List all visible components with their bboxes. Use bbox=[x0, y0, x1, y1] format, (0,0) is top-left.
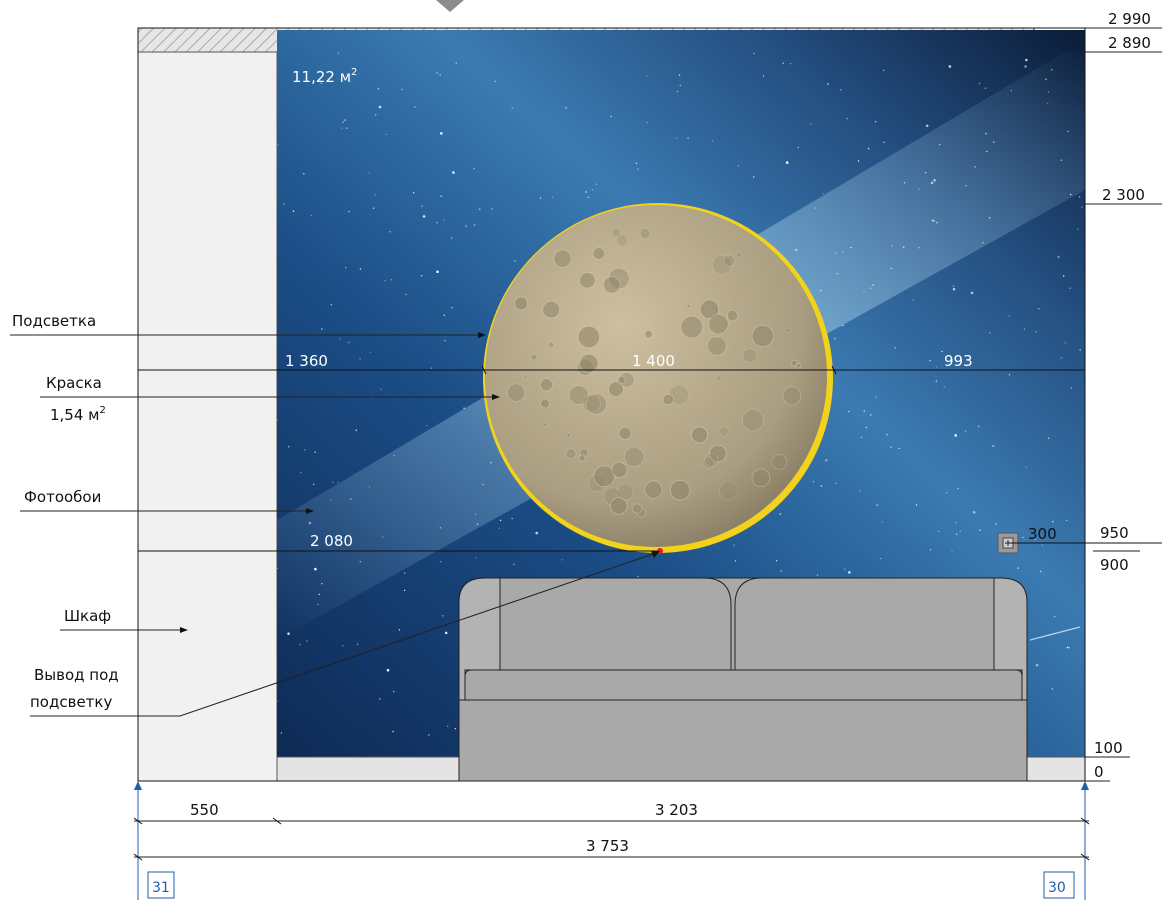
callout-paint: Краска 1,54 м2 bbox=[40, 374, 500, 424]
callout-lighting-outlet: Вывод под подсветку bbox=[30, 551, 660, 717]
dim-total-width: 3 753 bbox=[586, 837, 629, 855]
dim-moon-diameter: 1 400 bbox=[632, 352, 675, 370]
wardrobe bbox=[137, 51, 278, 782]
dim-wardrobe-width: 550 bbox=[190, 801, 219, 819]
moon-painted-surface bbox=[485, 205, 827, 547]
level-socket-bottom: 900 bbox=[1100, 556, 1129, 574]
elevation-marks: 2 990 2 890 2 300 950 900 100 0 bbox=[1085, 10, 1162, 782]
svg-text:Вывод под: Вывод под bbox=[34, 666, 119, 684]
callout-photo-wallpaper: Фотообои bbox=[20, 488, 314, 514]
moon-lightbox bbox=[483, 203, 833, 553]
svg-text:Шкаф: Шкаф bbox=[64, 607, 111, 625]
axis-tag-left: 31 bbox=[147, 871, 175, 899]
level-floor: 0 bbox=[1094, 763, 1104, 781]
level-top: 2 990 bbox=[1108, 10, 1151, 28]
svg-text:Фотообои: Фотообои bbox=[24, 488, 101, 506]
dim-wall-width: 3 203 bbox=[655, 801, 698, 819]
svg-text:Краска: Краска bbox=[46, 374, 102, 392]
svg-text:30: 30 bbox=[1048, 880, 1066, 896]
bottom-dimensions: 550 3 203 3 753 bbox=[133, 781, 1090, 900]
level-ceiling: 2 890 bbox=[1108, 34, 1151, 52]
svg-text:31: 31 bbox=[152, 880, 170, 896]
level-socket-top: 950 bbox=[1100, 524, 1129, 542]
svg-text:подсветку: подсветку bbox=[30, 693, 112, 711]
dim-moon-bottom-height: 2 080 bbox=[310, 532, 353, 550]
axis-tag-right: 30 bbox=[1043, 871, 1075, 899]
svg-text:Подсветка: Подсветка bbox=[12, 312, 96, 330]
level-plinth: 100 bbox=[1094, 739, 1123, 757]
callout-lighting: Подсветка bbox=[10, 312, 486, 338]
dim-socket-offset: 300 bbox=[1028, 525, 1057, 543]
paint-area: 1,54 м2 bbox=[50, 405, 106, 424]
sofa bbox=[458, 577, 1028, 782]
dim-moon-to-right: 993 bbox=[944, 352, 973, 370]
dim-left-to-moon: 1 360 bbox=[285, 352, 328, 370]
level-upper: 2 300 bbox=[1102, 186, 1145, 204]
section-marker bbox=[436, 0, 464, 12]
wallpaper-area: 11,22 м2 bbox=[292, 67, 357, 86]
callout-wardrobe: Шкаф bbox=[60, 607, 188, 633]
